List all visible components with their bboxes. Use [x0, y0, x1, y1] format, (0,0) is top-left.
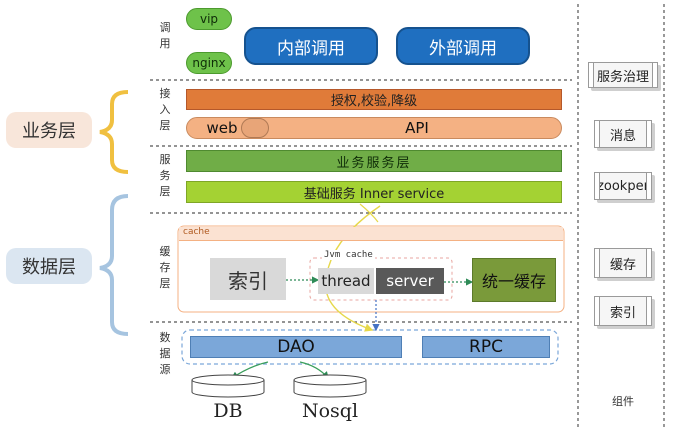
nosql-label: Nosql: [290, 398, 370, 424]
basic-service-bar: 基础服务 Inner service: [186, 181, 562, 203]
component-zookper: zookper: [594, 172, 652, 200]
component-text: zookper: [597, 178, 649, 194]
auth-bar-text: 授权,校验,降级: [330, 94, 418, 109]
business-service-text: 业务服务层: [336, 155, 412, 171]
data-source-section-label: 数据源: [159, 331, 171, 376]
external-call-text: 外部调用: [429, 38, 497, 59]
data-layer-label: 数据层: [6, 248, 92, 284]
nginx-text: nginx: [192, 56, 226, 70]
db-cylinder-icon: [191, 374, 265, 398]
external-call-node: 外部调用: [396, 27, 530, 65]
rpc-box: RPC: [422, 336, 550, 358]
unified-cache-box: 统一缓存: [472, 258, 556, 302]
web-box: web: [193, 118, 251, 138]
server-text: server: [386, 272, 434, 290]
components-footer-text: 组件: [612, 395, 634, 408]
data-layer-text: 数据层: [22, 257, 76, 278]
service-section-label: 服务层: [159, 153, 171, 198]
unified-cache-text: 统一缓存: [481, 272, 546, 291]
thread-box: thread: [318, 268, 374, 294]
auth-bar: 授权,校验,降级: [186, 89, 562, 110]
component-service-governance: 服务治理: [588, 62, 658, 88]
component-index: 索引: [594, 296, 652, 326]
component-text: 服务治理: [596, 69, 649, 85]
web-text: web: [206, 119, 238, 137]
api-text: API: [405, 119, 429, 137]
rpc-text: RPC: [469, 337, 503, 357]
components-footer: 组件: [590, 392, 656, 410]
web-api-connector: [241, 118, 269, 138]
component-message: 消息: [594, 120, 652, 148]
cache-header: cache: [179, 227, 563, 241]
api-box: API: [277, 118, 557, 138]
jvm-cache-label: Jvm cache: [322, 250, 375, 260]
nosql-text: Nosql: [301, 400, 359, 422]
index-text: 索引: [228, 268, 268, 293]
db-label: DB: [190, 398, 266, 424]
component-cache: 缓存: [594, 248, 652, 278]
internal-call-text: 内部调用: [277, 38, 345, 59]
component-text: 缓存: [609, 257, 636, 273]
component-text: 消息: [609, 128, 636, 144]
cache-section-label: 缓存层: [159, 245, 171, 290]
index-box: 索引: [210, 258, 286, 300]
vip-node: vip: [186, 8, 232, 30]
db-text: DB: [213, 400, 243, 422]
business-layer-label: 业务层: [6, 112, 92, 148]
thread-text: thread: [321, 272, 371, 290]
nginx-node: nginx: [186, 52, 232, 74]
business-layer-text: 业务层: [22, 121, 76, 142]
basic-service-text: 基础服务 Inner service: [303, 186, 445, 202]
business-service-bar: 业务服务层: [186, 150, 562, 172]
internal-call-node: 内部调用: [244, 27, 378, 65]
dao-box: DAO: [190, 336, 402, 358]
server-box: server: [376, 268, 444, 294]
access-section-label: 接入层: [159, 87, 171, 132]
nosql-cylinder-icon: [293, 374, 367, 398]
web-api-bar: web API: [186, 117, 562, 139]
call-section-label: 调用: [159, 21, 171, 50]
cache-title: cache: [183, 227, 210, 237]
dao-text: DAO: [277, 337, 315, 357]
component-text: 索引: [609, 305, 636, 321]
vip-text: vip: [199, 12, 219, 26]
